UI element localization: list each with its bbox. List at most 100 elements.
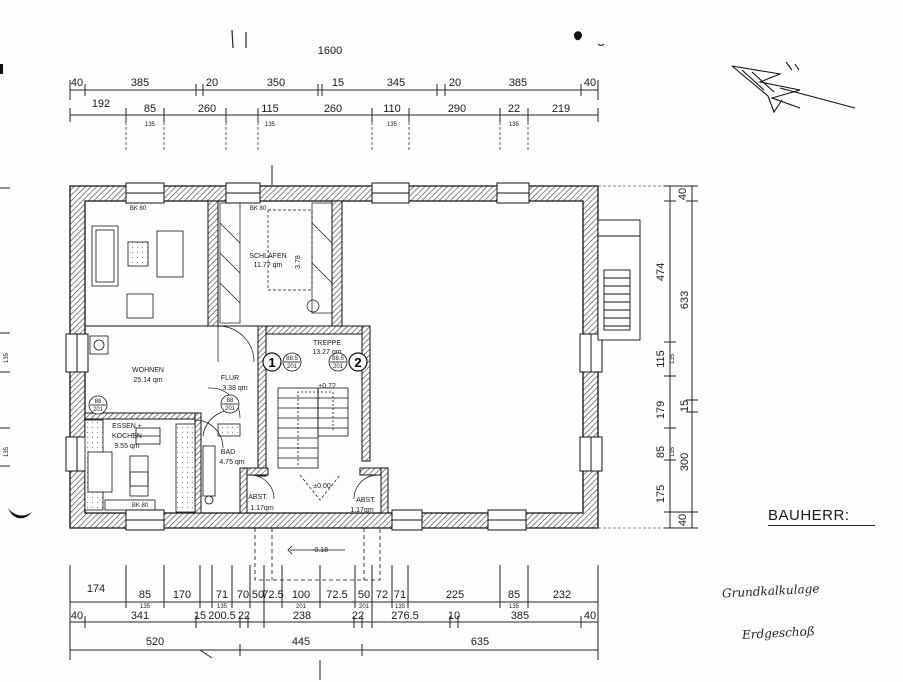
dim-sublabel: 201 — [359, 604, 370, 610]
dim-label: 170 — [173, 589, 191, 601]
dim-label: 85 — [655, 446, 667, 458]
dim-label: 110 — [383, 103, 401, 115]
room-name-schlafen: SCHLAFEN — [249, 253, 286, 260]
dim-label: 341 — [131, 610, 149, 622]
dim-label: 40 — [677, 514, 689, 526]
door-tags: 88.5 201 88.5 201 88 201 88 201 — [88, 352, 348, 415]
dim-sublabel: 135 — [509, 122, 520, 128]
door-tag-bottom: 201 — [333, 364, 344, 370]
dim-label: 635 — [471, 636, 489, 648]
dim-label: 385 — [509, 77, 527, 89]
scan-marks — [0, 31, 605, 74]
dim-label: 100 — [292, 589, 310, 601]
dim-label: 219 — [552, 103, 570, 115]
door-tag-bottom: 201 — [287, 364, 298, 370]
dim-sublabel: 135 — [387, 122, 398, 128]
dim-label: 71 — [216, 589, 228, 601]
top-dimension-chain — [69, 29, 599, 185]
exterior-stair — [597, 219, 641, 341]
dim-label: 225 — [446, 589, 464, 601]
room-name-wohnen: WOHNEN — [132, 367, 164, 374]
room-name-bad: BAD — [221, 449, 235, 456]
dim-label: 40 — [71, 77, 83, 89]
dim-label: 15 — [194, 610, 206, 622]
dim-sublabel: 135 — [140, 604, 151, 610]
room-area-bad: 4.75 qm — [219, 459, 244, 466]
bk-label: BK 80 — [250, 206, 267, 212]
door-tag-bottom: 201 — [225, 406, 236, 412]
dim-label: 50 — [252, 589, 264, 601]
bk-label: BK 80 — [132, 503, 149, 509]
dim-label: 50 — [358, 589, 370, 601]
dim-label: 22 — [508, 103, 520, 115]
bottom-dimension-labels: 174 85 170 71 70 50 72.5 100 72.5 50 72 … — [71, 583, 596, 648]
windows — [65, 182, 603, 531]
dim-label: 40 — [677, 188, 689, 200]
dim-label: 72.5 — [326, 589, 347, 601]
dim-label: 15 — [332, 77, 344, 89]
right-dimension-labels: 40 474 115 179 85 175 40 633 15 300 135 … — [655, 188, 691, 526]
section-marker-2: 2 — [354, 355, 361, 370]
room-name-treppe: TREPPE — [313, 340, 341, 347]
dim-label: 260 — [324, 103, 342, 115]
door-tag-top: 88 — [95, 399, 102, 405]
dim-label: 175 — [655, 485, 667, 503]
overall-dimension: 1600 — [318, 45, 342, 57]
dim-label: 115 — [655, 350, 667, 368]
dim-sublabel: 135 — [145, 122, 156, 128]
dim-label: 300 — [679, 453, 691, 471]
level-stair: +0.72 — [318, 383, 336, 390]
dim-label: 385 — [131, 77, 149, 89]
dim-sublabel: 201 — [296, 604, 307, 610]
dim-label: 520 — [146, 636, 164, 648]
dim-label: 20 — [449, 77, 461, 89]
living-furniture — [89, 225, 184, 355]
right-dimension-chain — [598, 185, 698, 529]
bath-furniture — [202, 409, 241, 505]
room-name-flur: FLUR — [221, 375, 239, 382]
dim-sublabel: 135 — [670, 446, 676, 457]
dim-label: 200.5 — [208, 610, 236, 622]
dim-label: 85 — [139, 589, 151, 601]
dim-label: 10 — [448, 610, 460, 622]
dim-label: 633 — [679, 291, 691, 309]
dim-sublabel: 135 — [670, 353, 676, 364]
dim-label: 260 — [198, 103, 216, 115]
dim-label: 238 — [293, 610, 311, 622]
dim-sublabel: 135 — [217, 604, 228, 610]
exterior-walls — [69, 185, 599, 529]
dim-label: 115 — [261, 103, 279, 115]
room-name-abst-left: ABST. — [248, 494, 268, 501]
bk-label: BK 80 — [130, 206, 147, 212]
dim-label: 276.5 — [391, 610, 419, 622]
dim-label: 40 — [584, 610, 596, 622]
dim-label: 22 — [352, 610, 364, 622]
room-area-essen: 9.55 qm — [114, 443, 139, 450]
dim-label: 350 — [267, 77, 285, 89]
dim-label: 445 — [292, 636, 310, 648]
top-dimension-labels: 1600 40 385 20 350 15 345 20 385 40 192 … — [71, 45, 596, 128]
dim-label: 40 — [71, 610, 83, 622]
level-outside: -0.18 — [312, 547, 328, 554]
dim-label: 179 — [655, 401, 667, 419]
door-swings — [194, 325, 379, 501]
wardrobe — [219, 202, 333, 324]
room-area-schlafen: 11.7? qm — [254, 262, 283, 269]
room-dim-schlafen: 3.78 — [295, 255, 302, 269]
room-area-wohnen: 25.14 qm — [133, 377, 162, 384]
dim-label: 22 — [238, 610, 250, 622]
dim-label: 72.5 — [262, 589, 283, 601]
level-entry: ±0.00 — [313, 483, 331, 490]
dim-sublabel: 135 — [265, 122, 276, 128]
section-marker-1: 1 — [268, 355, 275, 370]
dim-label: 174 — [87, 583, 105, 595]
interior-stair — [277, 387, 349, 469]
kitchen-furniture — [84, 419, 196, 513]
room-name-kochen: KOCHEN — [112, 433, 142, 440]
dim-label: 85 — [508, 589, 520, 601]
room-labels: WOHNEN 25.14 qm ESSEN + KOCHEN 9.55 qm F… — [112, 206, 376, 554]
dim-label: 345 — [387, 77, 405, 89]
dim-sublabel: 135 — [4, 352, 10, 363]
left-margin-marks: 135 135 — [0, 187, 32, 519]
dim-label: 40 — [584, 77, 596, 89]
